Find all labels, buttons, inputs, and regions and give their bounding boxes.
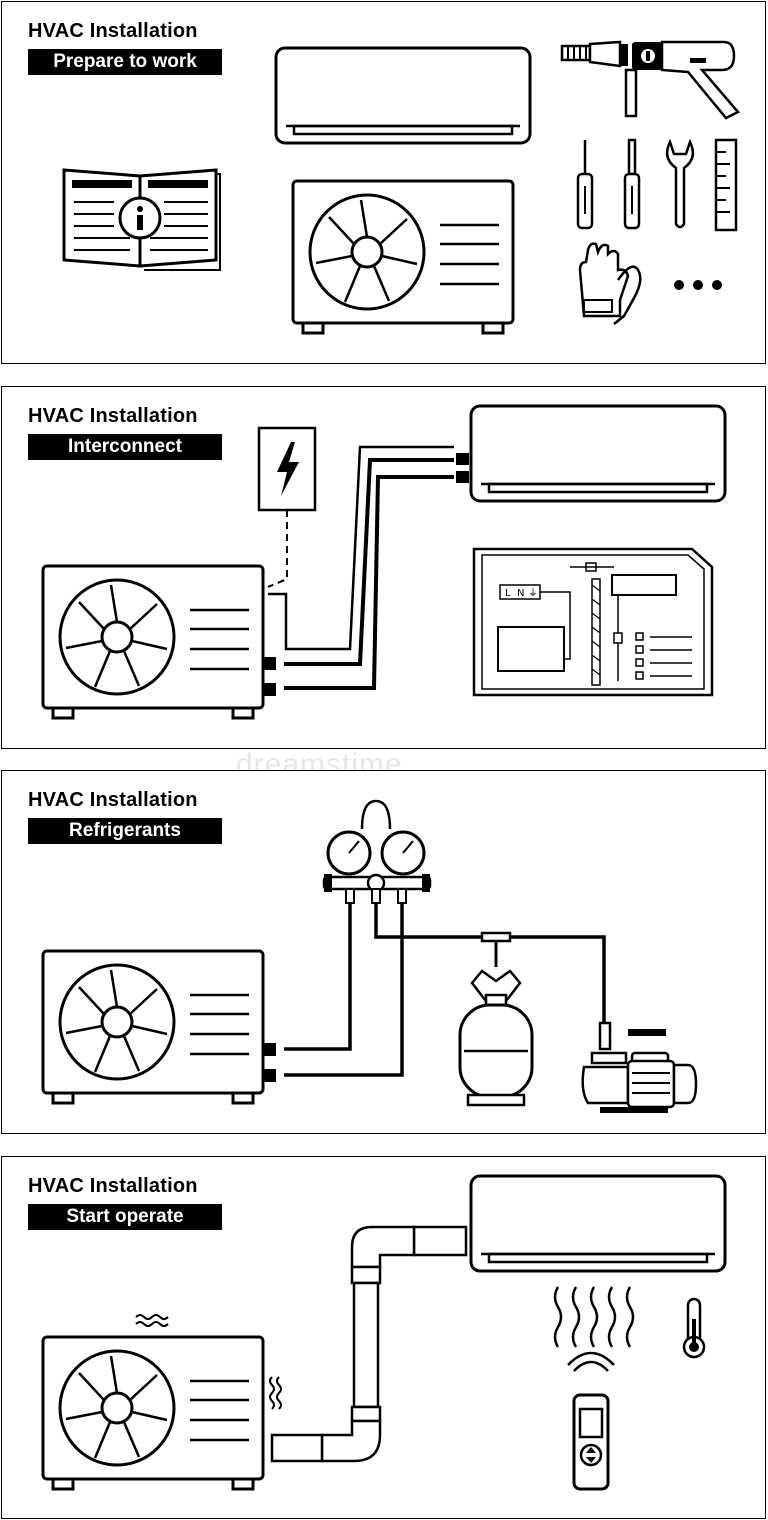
screwdriver-icon: [576, 140, 594, 230]
panel-1-illustration: [62, 40, 740, 335]
panel-subtitle: Start operate: [28, 1204, 222, 1230]
outdoor-unit-icon: [41, 1335, 265, 1491]
drill-icon: [560, 40, 740, 120]
panel-title: HVAC Installation: [28, 1175, 198, 1197]
gloves-icon: [578, 242, 642, 325]
panel-prepare-to-work: HVAC Installation Prepare to work: [1, 1, 766, 364]
wiring-diagram-icon: L N ⏚: [472, 547, 714, 697]
terminal-label: L: [505, 588, 511, 599]
panel-title: HVAC Installation: [28, 20, 198, 42]
panel-2-illustration: L N ⏚: [41, 404, 727, 720]
refrigerant-tank-icon: [458, 969, 534, 1107]
panel-interconnect: HVAC Installation Interconnect L N ⏚: [1, 386, 766, 749]
indoor-unit-icon: [469, 1174, 727, 1273]
terminal-label: ⏚: [528, 587, 538, 599]
outdoor-unit-icon: [41, 564, 265, 720]
panel-4-illustration: [41, 1174, 727, 1491]
airflow-icon: [553, 1286, 635, 1348]
panel-subtitle: Prepare to work: [28, 49, 222, 75]
heat-wave-icon: [135, 1314, 282, 1410]
panel-subtitle: Refrigerants: [28, 818, 222, 844]
remote-control-icon: [567, 1351, 615, 1491]
screwdriver-icon: [623, 138, 641, 230]
panel-3-illustration: [41, 799, 698, 1113]
indoor-unit-icon: [469, 404, 727, 503]
wrench-icon: [665, 138, 695, 229]
panel-subtitle: Interconnect: [28, 434, 222, 460]
indoor-unit-icon: [274, 46, 532, 145]
outdoor-unit-icon: [41, 949, 265, 1105]
panel-refrigerants: HVAC Installation Refrigerants: [1, 770, 766, 1134]
ruler-icon: [714, 138, 738, 232]
pipe-icon: [270, 1225, 468, 1463]
thermometer-icon: [682, 1297, 706, 1359]
outdoor-unit-icon: [291, 179, 515, 335]
power-icon: [257, 426, 317, 512]
vacuum-pump-icon: [581, 1021, 698, 1113]
more-icon: [674, 280, 722, 290]
panel-title: HVAC Installation: [28, 405, 198, 427]
manual-icon: [62, 168, 221, 271]
panel-title: HVAC Installation: [28, 789, 198, 811]
panel-start-operate: HVAC Installation Start operate: [1, 1156, 766, 1519]
manifold-gauge-icon: [322, 799, 432, 904]
terminal-label: N: [517, 588, 524, 599]
